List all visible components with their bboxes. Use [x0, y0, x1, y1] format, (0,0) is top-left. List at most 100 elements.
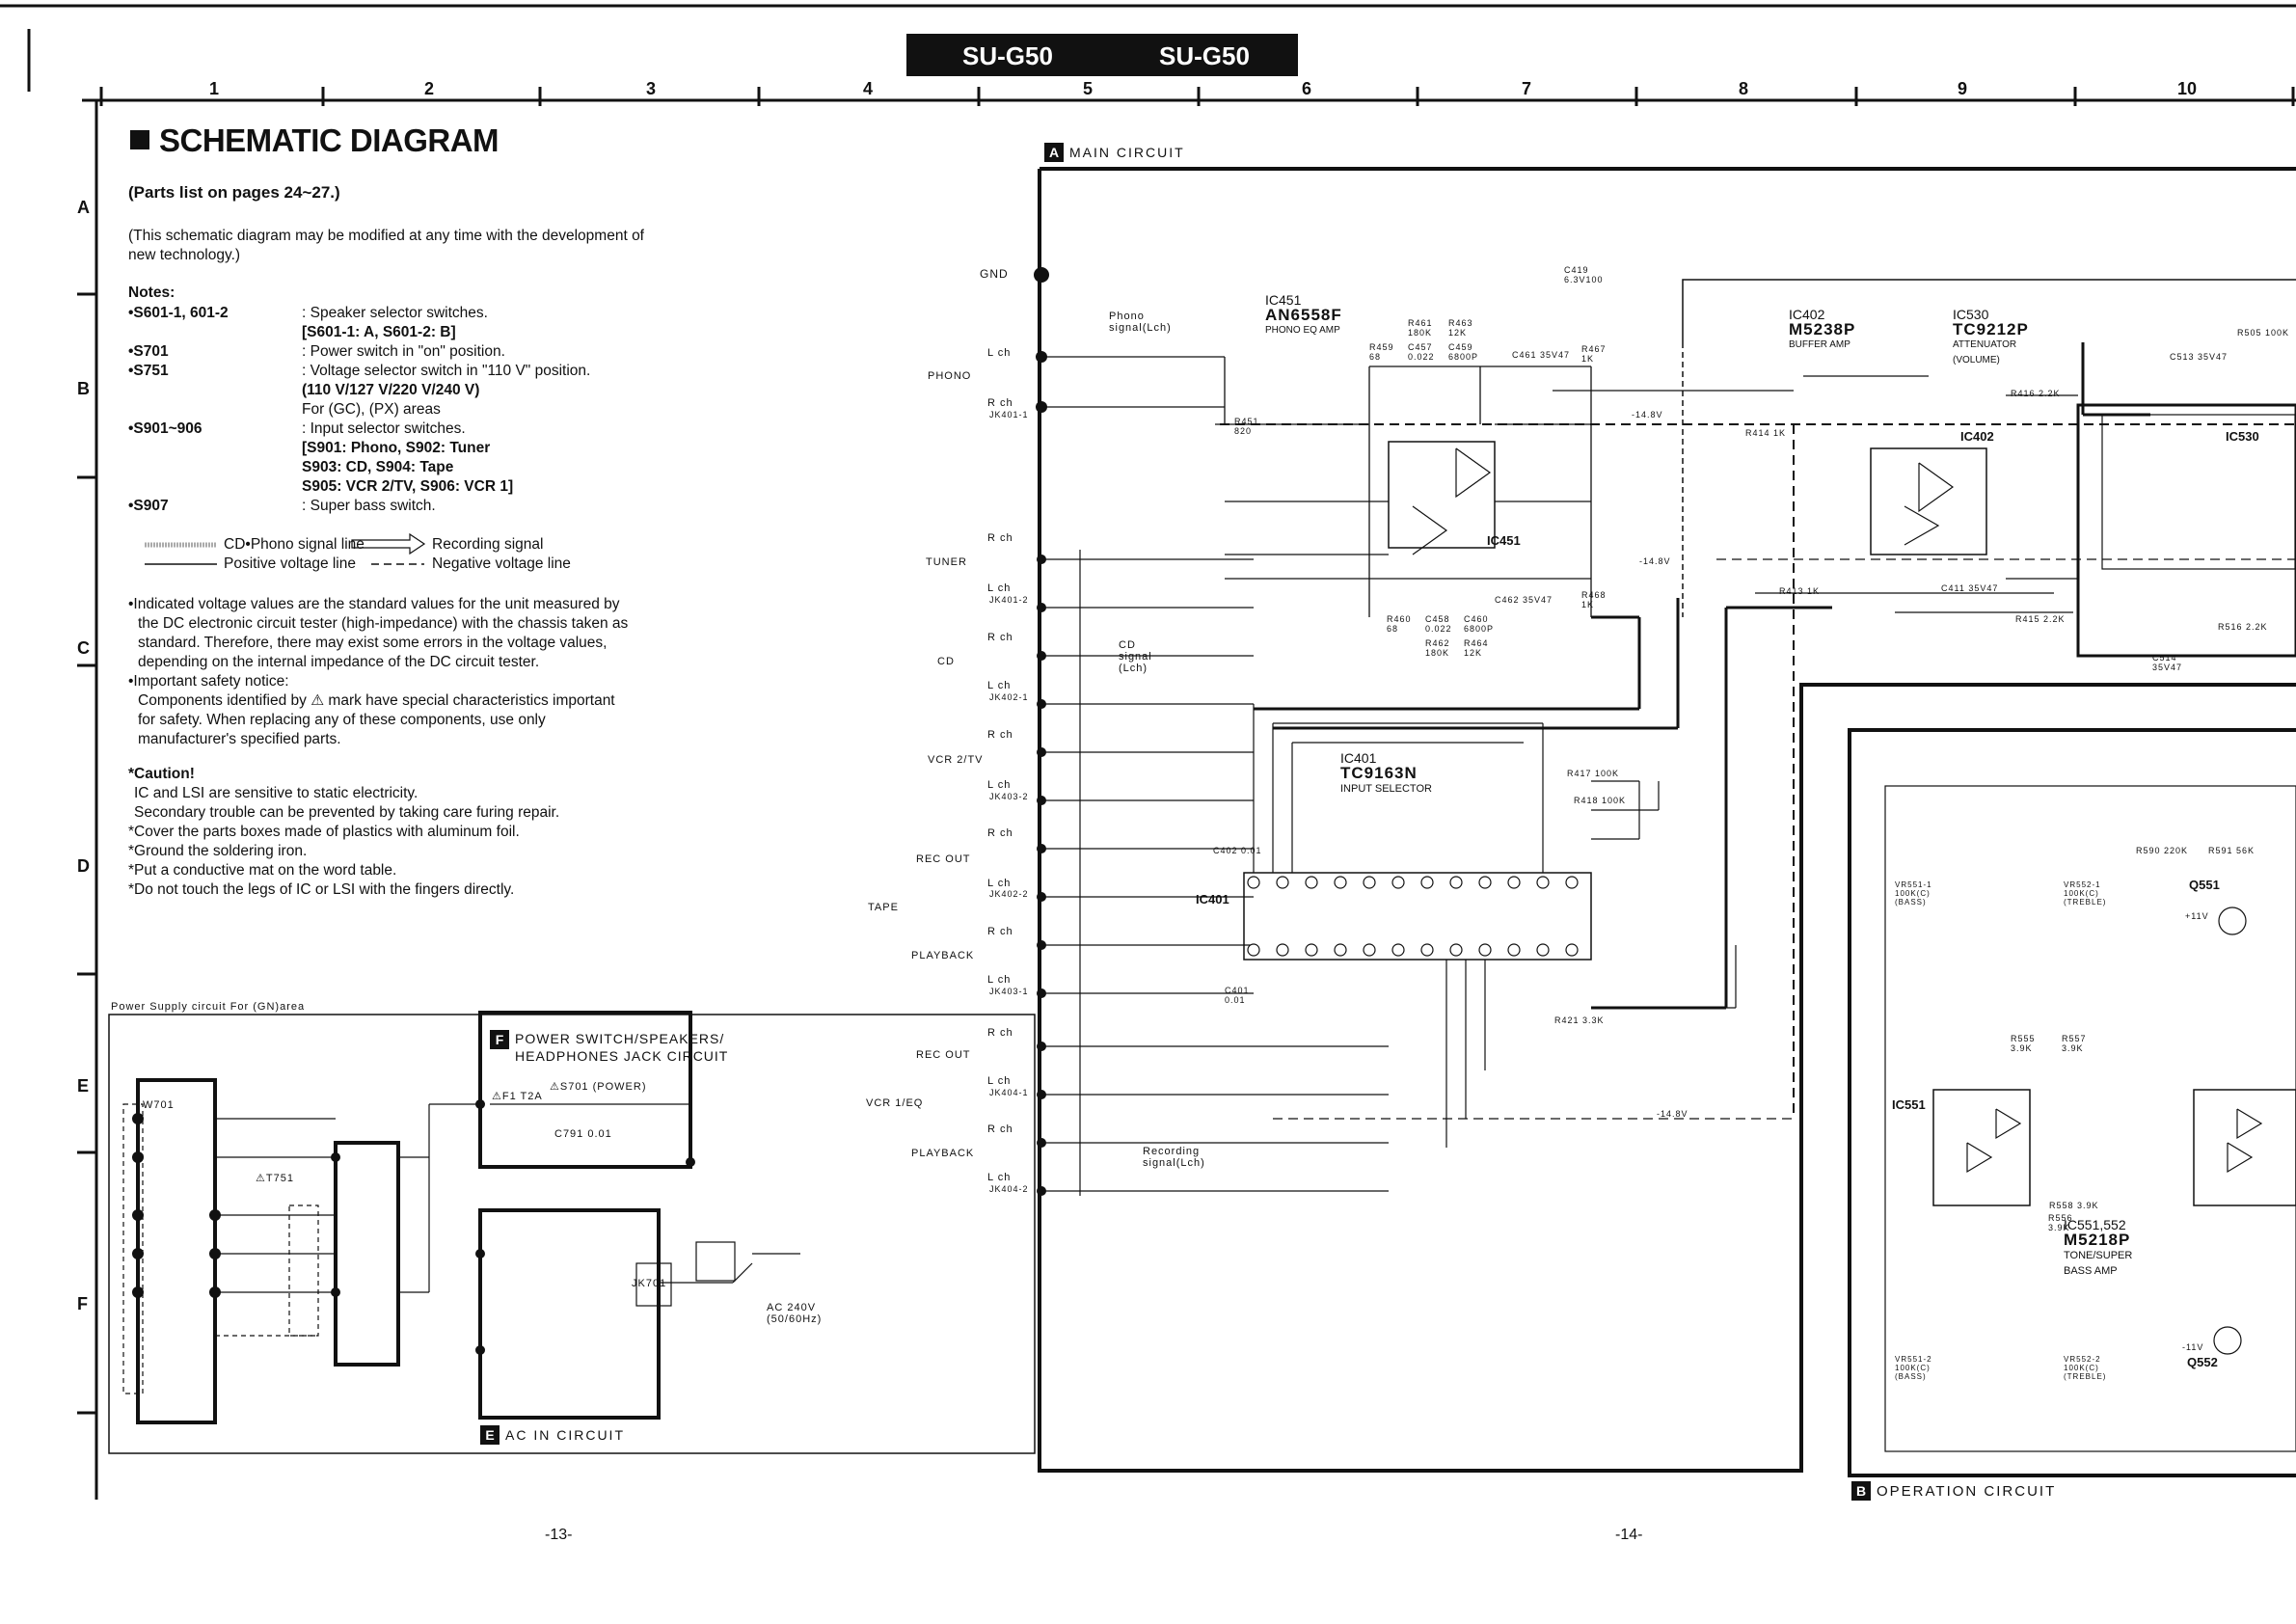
tape-play-lch: L ch [987, 974, 1012, 986]
row-A: A [77, 198, 90, 217]
voltage-neg-top: -14.8V [1632, 410, 1663, 420]
r416: R416 2.2K [2011, 389, 2061, 398]
model-label-right: SU-G50 [1159, 41, 1250, 70]
r468: R468 1K [1581, 590, 1607, 609]
vcr1-play-rch: R ch [987, 1123, 1013, 1135]
c459: C459 6800P [1448, 342, 1479, 362]
model-label-left: SU-G50 [962, 41, 1053, 70]
ic551-pin-label: IC551 [1892, 1097, 1926, 1112]
column-8: 8 [1739, 79, 1749, 98]
title-square-icon [130, 130, 149, 149]
jk401-2-label: JK401-2 [989, 595, 1029, 605]
vcr2-lch: L ch [987, 779, 1012, 791]
vr551-1: VR551-1 100K(C) (BASS) [1895, 880, 1932, 907]
note-s907: •S907 : Super bass switch. [128, 498, 436, 514]
q552-label: Q552 [2187, 1355, 2218, 1369]
column-2: 2 [424, 79, 435, 98]
c411: C411 35V47 [1941, 583, 1999, 593]
notes-table: •S601-1, 601-2 : Speaker selector switch… [128, 304, 745, 516]
r460: R460 68 [1387, 614, 1412, 634]
voltage-note: •Indicated voltage values are the standa… [128, 596, 629, 747]
legend-recording: Recording signal [432, 536, 544, 553]
page-number-right: -14- [1615, 1527, 1643, 1543]
vcr1-rec-lch: L ch [987, 1075, 1012, 1087]
row-F: F [77, 1294, 88, 1313]
r417: R417 100K [1567, 769, 1620, 778]
cd-lch: L ch [987, 680, 1012, 691]
ic402-pin-label: IC402 [1960, 429, 1994, 444]
jk402-1-label: JK402-1 [989, 692, 1029, 702]
tape-rec-out: REC OUT [916, 853, 971, 865]
r451: R451 820 [1234, 417, 1259, 436]
row-E: E [77, 1076, 90, 1096]
tape-play-rch: R ch [987, 926, 1013, 937]
voltage-neg-q552: -11V [2182, 1342, 2204, 1352]
legend-cd-phono: CD•Phono signal line [224, 536, 365, 553]
jk402-2-label: JK402-2 [989, 889, 1029, 899]
ic451-pin-label: IC451 [1487, 533, 1521, 548]
vcr1-play-lch: L ch [987, 1172, 1012, 1183]
row-B: B [77, 379, 90, 398]
column-10: 10 [2177, 79, 2198, 98]
tape-label: TAPE [868, 902, 899, 913]
phono-signal-note: Phono signal(Lch) [1109, 311, 1172, 334]
note-s751: •S751 : Voltage selector switch in "110 … [128, 363, 591, 418]
c401: C401 0.01 [1225, 986, 1250, 1005]
note-s901: •S901~906 : Input selector switches.[S90… [128, 420, 514, 495]
phono-lch: L ch [987, 347, 1012, 359]
c402: C402 0.01 [1213, 846, 1262, 855]
r467: R467 1K [1581, 344, 1607, 364]
t751-label: ⚠T751 [256, 1173, 294, 1184]
r464: R464 12K [1464, 638, 1489, 658]
cd-rch: R ch [987, 632, 1013, 643]
r505: R505 100K [2237, 328, 2290, 338]
vr551-2: VR551-2 100K(C) (BASS) [1895, 1355, 1932, 1381]
q551-label: Q551 [2189, 878, 2220, 892]
caution-block: *Caution! IC and LSI are sensitive to st… [128, 766, 560, 898]
jk404-1-label: JK404-1 [989, 1088, 1029, 1097]
r413: R413 1K [1779, 586, 1821, 596]
vcr2-rch: R ch [987, 729, 1013, 741]
page-number-left: -13- [545, 1527, 573, 1543]
notes-heading: Notes: [128, 284, 176, 301]
legend-negative: Negative voltage line [432, 555, 571, 572]
jk701-label: JK701 [632, 1278, 667, 1289]
r418: R418 100K [1574, 796, 1627, 805]
note-s701: •S701 : Power switch in "on" position. [128, 343, 505, 360]
psu-title: Power Supply circuit For (GN)area [111, 1001, 306, 1013]
r459: R459 68 [1369, 342, 1394, 362]
column-6: 6 [1302, 79, 1312, 98]
r414: R414 1K [1745, 428, 1787, 438]
tape-rec-lch: L ch [987, 878, 1012, 889]
c458: C458 0.022 [1425, 614, 1452, 634]
w701-label: W701 [143, 1099, 175, 1111]
parts-list-ref: (Parts list on pages 24~27.) [128, 183, 340, 202]
vr552-1: VR552-1 100K(C) (TREBLE) [2064, 880, 2107, 907]
vcr2-label: VCR 2/TV [928, 754, 984, 766]
column-5: 5 [1083, 79, 1094, 98]
tape-rec-rch: R ch [987, 827, 1013, 839]
r461: R461 180K [1408, 318, 1433, 338]
f1-label: ⚠F1 T2A [492, 1091, 543, 1102]
cd-label: CD [937, 656, 955, 667]
cd-signal-note: CD signal (Lch) [1119, 639, 1152, 674]
model-header: SU-G50 SU-G50 [906, 34, 1298, 76]
r556: R556 3.9K [2048, 1213, 2073, 1232]
phono-label: PHONO [928, 370, 972, 382]
column-1: 1 [209, 79, 220, 98]
recording-signal-note: Recording signal(Lch) [1143, 1146, 1205, 1169]
c419: C419 6.3V100 [1564, 265, 1604, 284]
r590: R590 220K [2136, 846, 2189, 855]
r555: R555 3.9K [2011, 1034, 2036, 1053]
c791-label: C791 0.01 [554, 1128, 612, 1140]
s701-label: ⚠S701 (POWER) [550, 1081, 647, 1093]
